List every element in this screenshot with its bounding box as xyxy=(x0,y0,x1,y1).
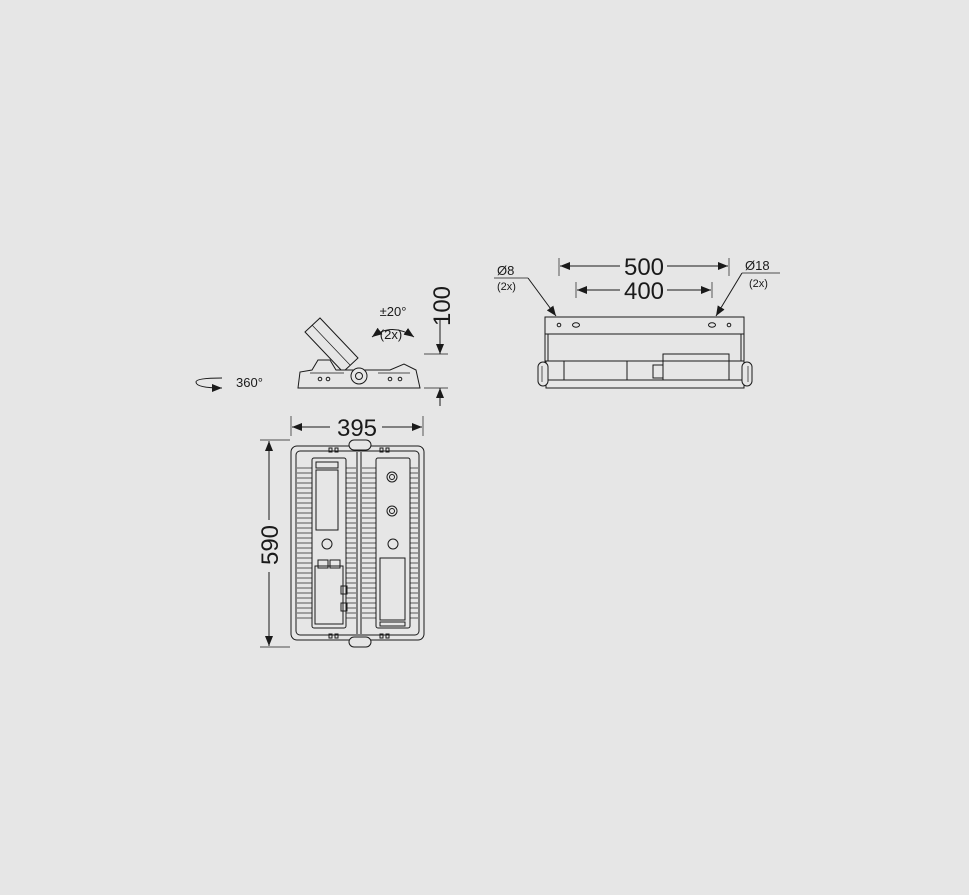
side-base xyxy=(297,359,421,389)
hole-large-leader xyxy=(715,272,743,317)
depth-dimension xyxy=(424,320,448,406)
tilt-arc-arrow xyxy=(371,327,415,338)
hole-small-leader xyxy=(527,277,557,317)
mount-inner-value: 400 xyxy=(624,278,664,305)
hole-small-count: (2x) xyxy=(497,281,516,293)
depth-value: 100 xyxy=(429,286,456,326)
front-view: 395 590 xyxy=(257,415,425,648)
top-lamp-body xyxy=(537,353,753,389)
mounting-bracket xyxy=(544,316,745,362)
width-value: 395 xyxy=(337,415,377,442)
rotation-arrow-icon xyxy=(195,377,223,392)
cooling-fins xyxy=(297,467,418,619)
mount-inner-dimension xyxy=(575,282,713,298)
top-view: 500 400 Ø8 (2x) Ø18 (2x) xyxy=(494,254,780,389)
tilt-count-label: (2x) xyxy=(380,327,402,342)
mount-outer-dimension xyxy=(558,258,730,276)
side-view: ±20° (2x) 100 360° xyxy=(195,286,456,406)
hole-small-label: Ø8 xyxy=(497,263,514,278)
width-dimension xyxy=(290,416,424,436)
height-value: 590 xyxy=(257,525,284,565)
mount-outer-value: 500 xyxy=(624,254,664,281)
height-dimension xyxy=(260,439,290,648)
right-module xyxy=(375,457,411,629)
hole-large-count: (2x) xyxy=(749,278,768,290)
left-module xyxy=(311,457,348,629)
hole-large-label: Ø18 xyxy=(745,258,770,273)
rotation-label: 360° xyxy=(236,375,263,390)
tilted-lamp-head xyxy=(304,317,359,373)
tilt-angle-label: ±20° xyxy=(380,304,407,319)
